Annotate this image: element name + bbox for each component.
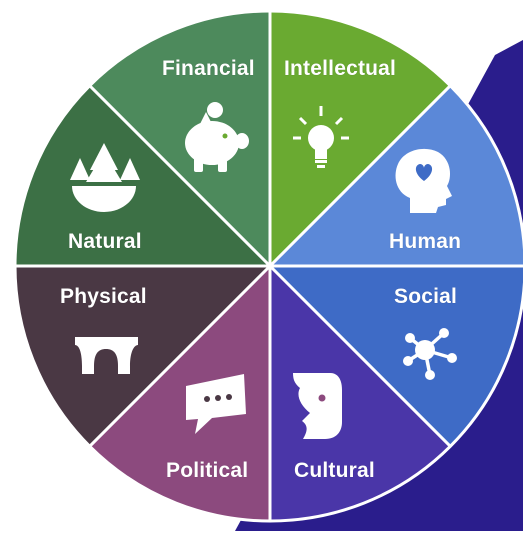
wedge-divider [88, 264, 272, 448]
trees-icon [70, 143, 140, 212]
segment-label-political: Political [166, 459, 249, 482]
segment-label-natural: Natural [68, 230, 142, 253]
bridge-icon [75, 337, 138, 374]
lightbulb-icon [293, 106, 349, 168]
wedge-divider [268, 84, 452, 268]
wedge-natural [89, 11, 270, 266]
wedge-social [270, 266, 451, 521]
segment-label-financial: Financial [162, 57, 255, 80]
speech-bubble-icon [186, 374, 246, 434]
segment-label-intellectual: Intellectual [284, 57, 397, 80]
wedge-financial [270, 11, 451, 266]
piggy-bank-icon [185, 102, 249, 172]
wedge-divider [268, 264, 452, 448]
wedge-human [270, 266, 523, 447]
segment-label-human: Human [389, 230, 462, 253]
network-icon [403, 328, 457, 380]
head-heart-icon [395, 148, 452, 213]
wedge-cultural [89, 266, 270, 521]
wedge-political [15, 266, 270, 447]
wedge-divider [88, 84, 272, 268]
segment-label-social: Social [394, 285, 458, 308]
wedge-physical [15, 85, 270, 266]
mask-face-icon [293, 373, 342, 439]
segment-label-physical: Physical [60, 285, 147, 308]
segment-label-cultural: Cultural [294, 459, 375, 482]
wheel-outline [13, 9, 523, 523]
